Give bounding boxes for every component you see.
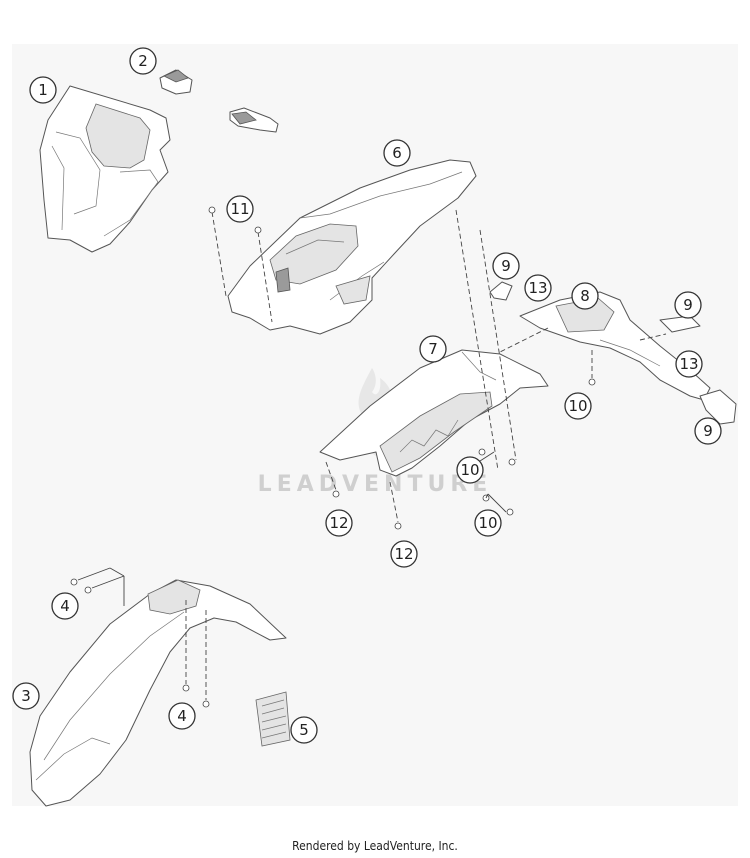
- svg-text:5: 5: [299, 721, 309, 739]
- callout-9-right: 9: [674, 291, 702, 319]
- svg-text:13: 13: [528, 279, 547, 297]
- callout-8: 8: [571, 282, 599, 310]
- svg-text:1: 1: [38, 81, 48, 99]
- callout-11: 11: [226, 195, 254, 223]
- svg-text:9: 9: [683, 296, 693, 314]
- fender-decal: [255, 691, 291, 747]
- callout-5: 5: [290, 716, 318, 744]
- callout-1: 1: [29, 76, 57, 104]
- svg-text:10: 10: [460, 461, 479, 479]
- callout-2: 2: [129, 47, 157, 75]
- svg-text:2: 2: [138, 52, 148, 70]
- svg-text:13: 13: [679, 355, 698, 373]
- callout-9-bottom: 9: [694, 417, 722, 445]
- svg-text:11: 11: [230, 200, 249, 218]
- watermark-text: LEADVENTURE: [257, 472, 493, 497]
- svg-text:7: 7: [428, 340, 438, 358]
- tail-light-bracket: [519, 291, 711, 401]
- svg-text:12: 12: [329, 514, 348, 532]
- callout-12-lower: 12: [390, 540, 418, 568]
- svg-text:4: 4: [177, 707, 187, 725]
- front-fender: [29, 579, 287, 807]
- reflector-left: [489, 281, 513, 301]
- mask-holder-upper: [159, 69, 193, 95]
- rear-fender: [319, 349, 549, 477]
- callout-12-left: 12: [325, 509, 353, 537]
- svg-text:6: 6: [392, 144, 402, 162]
- callout-4-upper: 4: [51, 592, 79, 620]
- callout-6: 6: [383, 139, 411, 167]
- rear-fender-subframe-cover: [227, 159, 477, 335]
- svg-text:4: 4: [60, 597, 70, 615]
- callout-13-left: 13: [524, 274, 552, 302]
- reflector-bottom: [699, 389, 737, 425]
- svg-text:9: 9: [703, 422, 713, 440]
- svg-text:9: 9: [501, 257, 511, 275]
- callout-4-lower: 4: [168, 702, 196, 730]
- callout-3: 3: [12, 682, 40, 710]
- callout-10-middle: 10: [456, 456, 484, 484]
- mask-holder-lower: [229, 107, 279, 133]
- callout-9-left: 9: [492, 252, 520, 280]
- svg-text:8: 8: [580, 287, 590, 305]
- headlight-mask: [39, 85, 171, 253]
- svg-text:10: 10: [568, 397, 587, 415]
- fastener-bolts: [70, 206, 667, 708]
- callout-13-right: 13: [675, 350, 703, 378]
- reflector-right: [659, 315, 701, 333]
- callout-7: 7: [419, 335, 447, 363]
- callout-10-lower: 10: [474, 509, 502, 537]
- svg-text:3: 3: [21, 687, 31, 705]
- svg-text:12: 12: [394, 545, 413, 563]
- footer-credit: Rendered by LeadVenture, Inc.: [292, 839, 458, 853]
- callout-10-right: 10: [564, 392, 592, 420]
- svg-text:10: 10: [478, 514, 497, 532]
